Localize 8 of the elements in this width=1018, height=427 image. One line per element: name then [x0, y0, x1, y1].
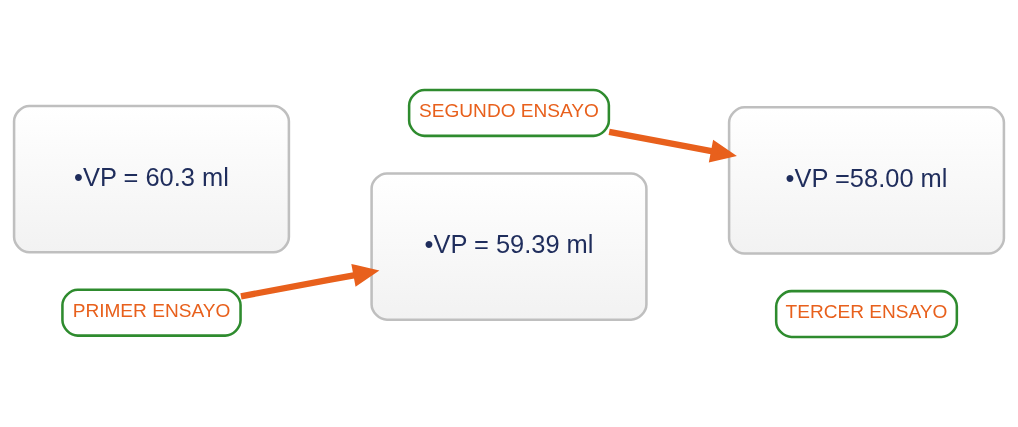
node-box: TERCER ENSAYO: [774, 289, 959, 339]
node-box: SEGUNDO ENSAYO: [407, 88, 611, 138]
node-box: •VP = 59.39 ml: [370, 172, 648, 321]
arrow: [240, 263, 380, 300]
node-box: •VP = 60.3 ml: [12, 104, 291, 254]
arrow: [608, 128, 737, 163]
node-box: PRIMER ENSAYO: [61, 288, 242, 337]
node-box: •VP =58.00 ml: [727, 106, 1006, 255]
